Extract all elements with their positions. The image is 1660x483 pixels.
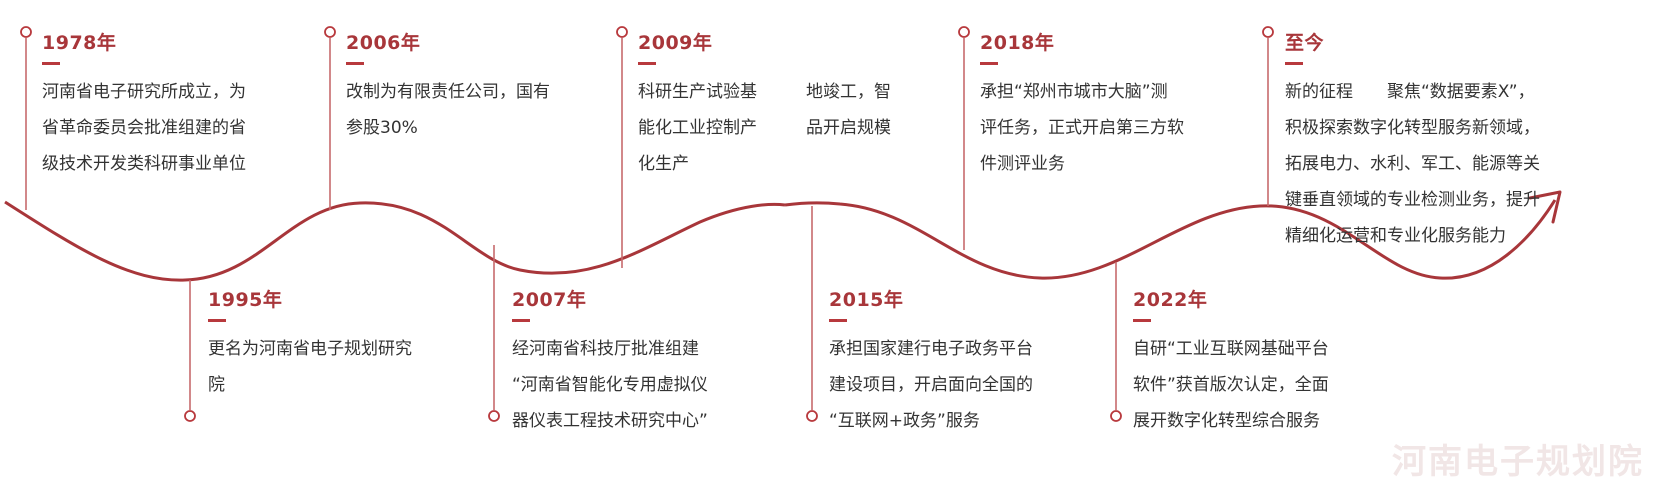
milestone-year: 2007年 (512, 289, 587, 311)
milestone-description: 科研生产试验基 能化工业控制产 化生产 (638, 82, 757, 174)
connector-dot (488, 410, 500, 422)
milestone-description: 更名为河南省电子规划研究 院 (208, 339, 412, 395)
watermark: 河南电子规划院 (1392, 442, 1644, 482)
connector-dot (958, 26, 970, 38)
milestone-year: 1978年 (42, 32, 117, 54)
milestone-dash (980, 62, 998, 65)
milestone-dash (638, 62, 656, 65)
milestone-description: 承担“郑州市城市大脑”测 评任务，正式开启第三方软 件测评业务 (980, 82, 1184, 174)
milestone-year: 2022年 (1133, 289, 1208, 311)
connector-dot (20, 26, 32, 38)
milestone-description: 新的征程 聚焦“数据要素X”， 积极探索数字化转型服务新领域， 拓展电力、水利、… (1285, 82, 1540, 246)
milestone-dash (1133, 319, 1151, 322)
connector-dot (324, 26, 336, 38)
milestone-year: 2018年 (980, 32, 1055, 54)
milestone-year: 2009年 (638, 32, 713, 54)
timeline-diagram (4, 26, 1562, 422)
connector-dot (806, 410, 818, 422)
milestone-year: 2015年 (829, 289, 904, 311)
timeline-wave (4, 200, 786, 282)
milestone-description: 河南省电子研究所成立，为 省革命委员会批准组建的省 级技术开发类科研事业单位 (42, 82, 246, 174)
milestone-description-continued: 地竣工，智 品开启规模 (806, 82, 891, 138)
milestone-description: 承担国家建行电子政务平台 建设项目，开启面向全国的 “互联网+政务”服务 (829, 339, 1033, 431)
milestone-dash (512, 319, 530, 322)
milestone-year: 1995年 (208, 289, 283, 311)
milestone-year: 至今 (1285, 32, 1325, 54)
milestone-description: 改制为有限责任公司，国有 参股30% (346, 82, 550, 138)
connector-dot (1110, 410, 1122, 422)
arrow-head-icon (1528, 190, 1562, 224)
milestone-description: 自研“工业互联网基础平台 软件”获首版次认定，全面 展开数字化转型综合服务 (1133, 339, 1329, 431)
milestone-dash (208, 319, 226, 322)
milestone-year: 2006年 (346, 32, 421, 54)
connector-dot (616, 26, 628, 38)
milestone-dash (1285, 62, 1303, 65)
milestone-dash (829, 319, 847, 322)
milestone-description: 经河南省科技厅批准组建 “河南省智能化专用虚拟仪 器仪表工程技术研究中心” (512, 339, 708, 431)
milestone-dash (346, 62, 364, 65)
connector-dot (184, 410, 196, 422)
connector-dot (1262, 26, 1274, 38)
timeline-wave (784, 199, 1557, 280)
milestone-dash (42, 62, 60, 65)
